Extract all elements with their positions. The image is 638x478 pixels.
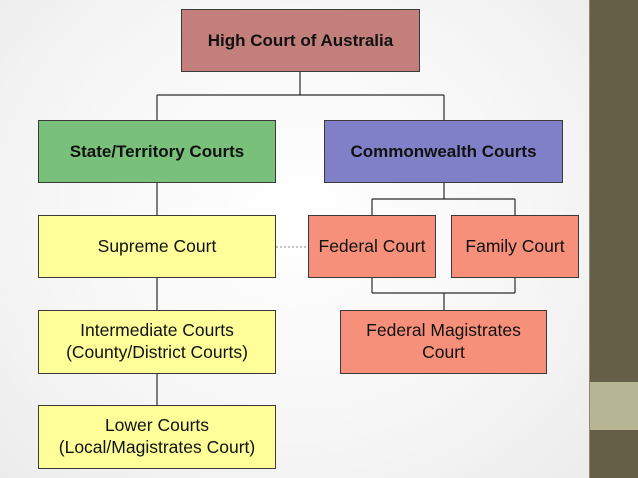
lower-courts-box: Lower Courts (Local/Magistrates Court)	[38, 405, 276, 469]
federal-magistrates-line2: Court	[422, 342, 465, 362]
high-court-box: High Court of Australia	[181, 9, 420, 72]
connector-lines	[156, 72, 516, 405]
commonwealth-courts-box: Commonwealth Courts	[324, 120, 563, 183]
lower-courts-line2: (Local/Magistrates Court)	[58, 437, 256, 457]
federal-magistrates-court-box: Federal Magistrates Court	[340, 310, 547, 374]
federal-magistrates-line1: Federal Magistrates	[366, 320, 521, 341]
lower-courts-line1: Lower Courts	[104, 415, 210, 436]
slide-canvas: High Court of Australia State/Territory …	[0, 0, 590, 478]
supreme-court-box: Supreme Court	[38, 215, 276, 278]
intermediate-courts-line1: Intermediate Courts	[80, 320, 234, 341]
family-court-box: Family Court	[451, 215, 579, 278]
intermediate-courts-box: Intermediate Courts (County/District Cou…	[38, 310, 276, 374]
federal-court-box: Federal Court	[308, 215, 436, 278]
sidebar-accent-block	[590, 382, 638, 430]
intermediate-courts-line2: (County/District Courts)	[66, 342, 248, 362]
sidebar-edge-line	[589, 0, 590, 478]
state-territory-courts-box: State/Territory Courts	[38, 120, 276, 183]
